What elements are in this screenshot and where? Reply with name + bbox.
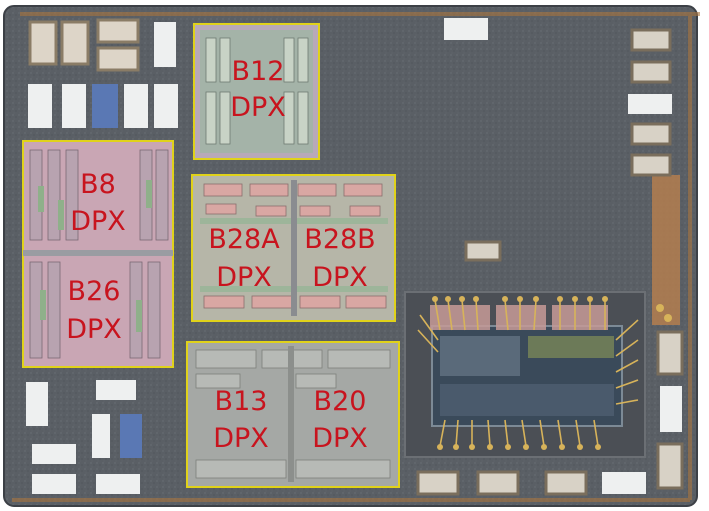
die-b20-label-line1: B20 [314, 386, 367, 417]
die-b8-label-line1: B8 [80, 169, 116, 200]
die-b20-label-line2: DPX [312, 423, 368, 454]
copper-trace-edge [12, 12, 700, 502]
die-b12: B12 DPX [193, 23, 320, 160]
passive-components-bottom-left [26, 380, 142, 494]
die-b13-label-line2: DPX [213, 423, 269, 454]
die-b12-label-line1: B12 [232, 56, 285, 87]
die-b28a-b28b: B28A DPX B28B DPX [191, 174, 396, 322]
die-b26-label-line1: B26 [68, 276, 121, 307]
die-b26-label-line2: DPX [66, 314, 122, 345]
controller-ic [404, 291, 672, 458]
copper-trace-right [652, 175, 680, 325]
passive-components-right [464, 28, 684, 490]
die-b28a-label-line1: B28A [208, 224, 280, 255]
die-b8-b26: B8 DPX B26 DPX [22, 140, 174, 368]
passive-components-top-left [28, 18, 488, 128]
die-b13-label-line1: B13 [215, 386, 268, 417]
die-b28a-label-line2: DPX [216, 262, 272, 293]
passive-components-bottom-right [416, 470, 646, 496]
die-b12-label-line2: DPX [230, 92, 286, 123]
die-b13-b20: B13 DPX B20 DPX [186, 341, 400, 488]
die-b28b-label-line2: DPX [312, 262, 368, 293]
die-b8-label-line2: DPX [70, 206, 126, 237]
die-b28b-label-line1: B28B [304, 224, 375, 255]
